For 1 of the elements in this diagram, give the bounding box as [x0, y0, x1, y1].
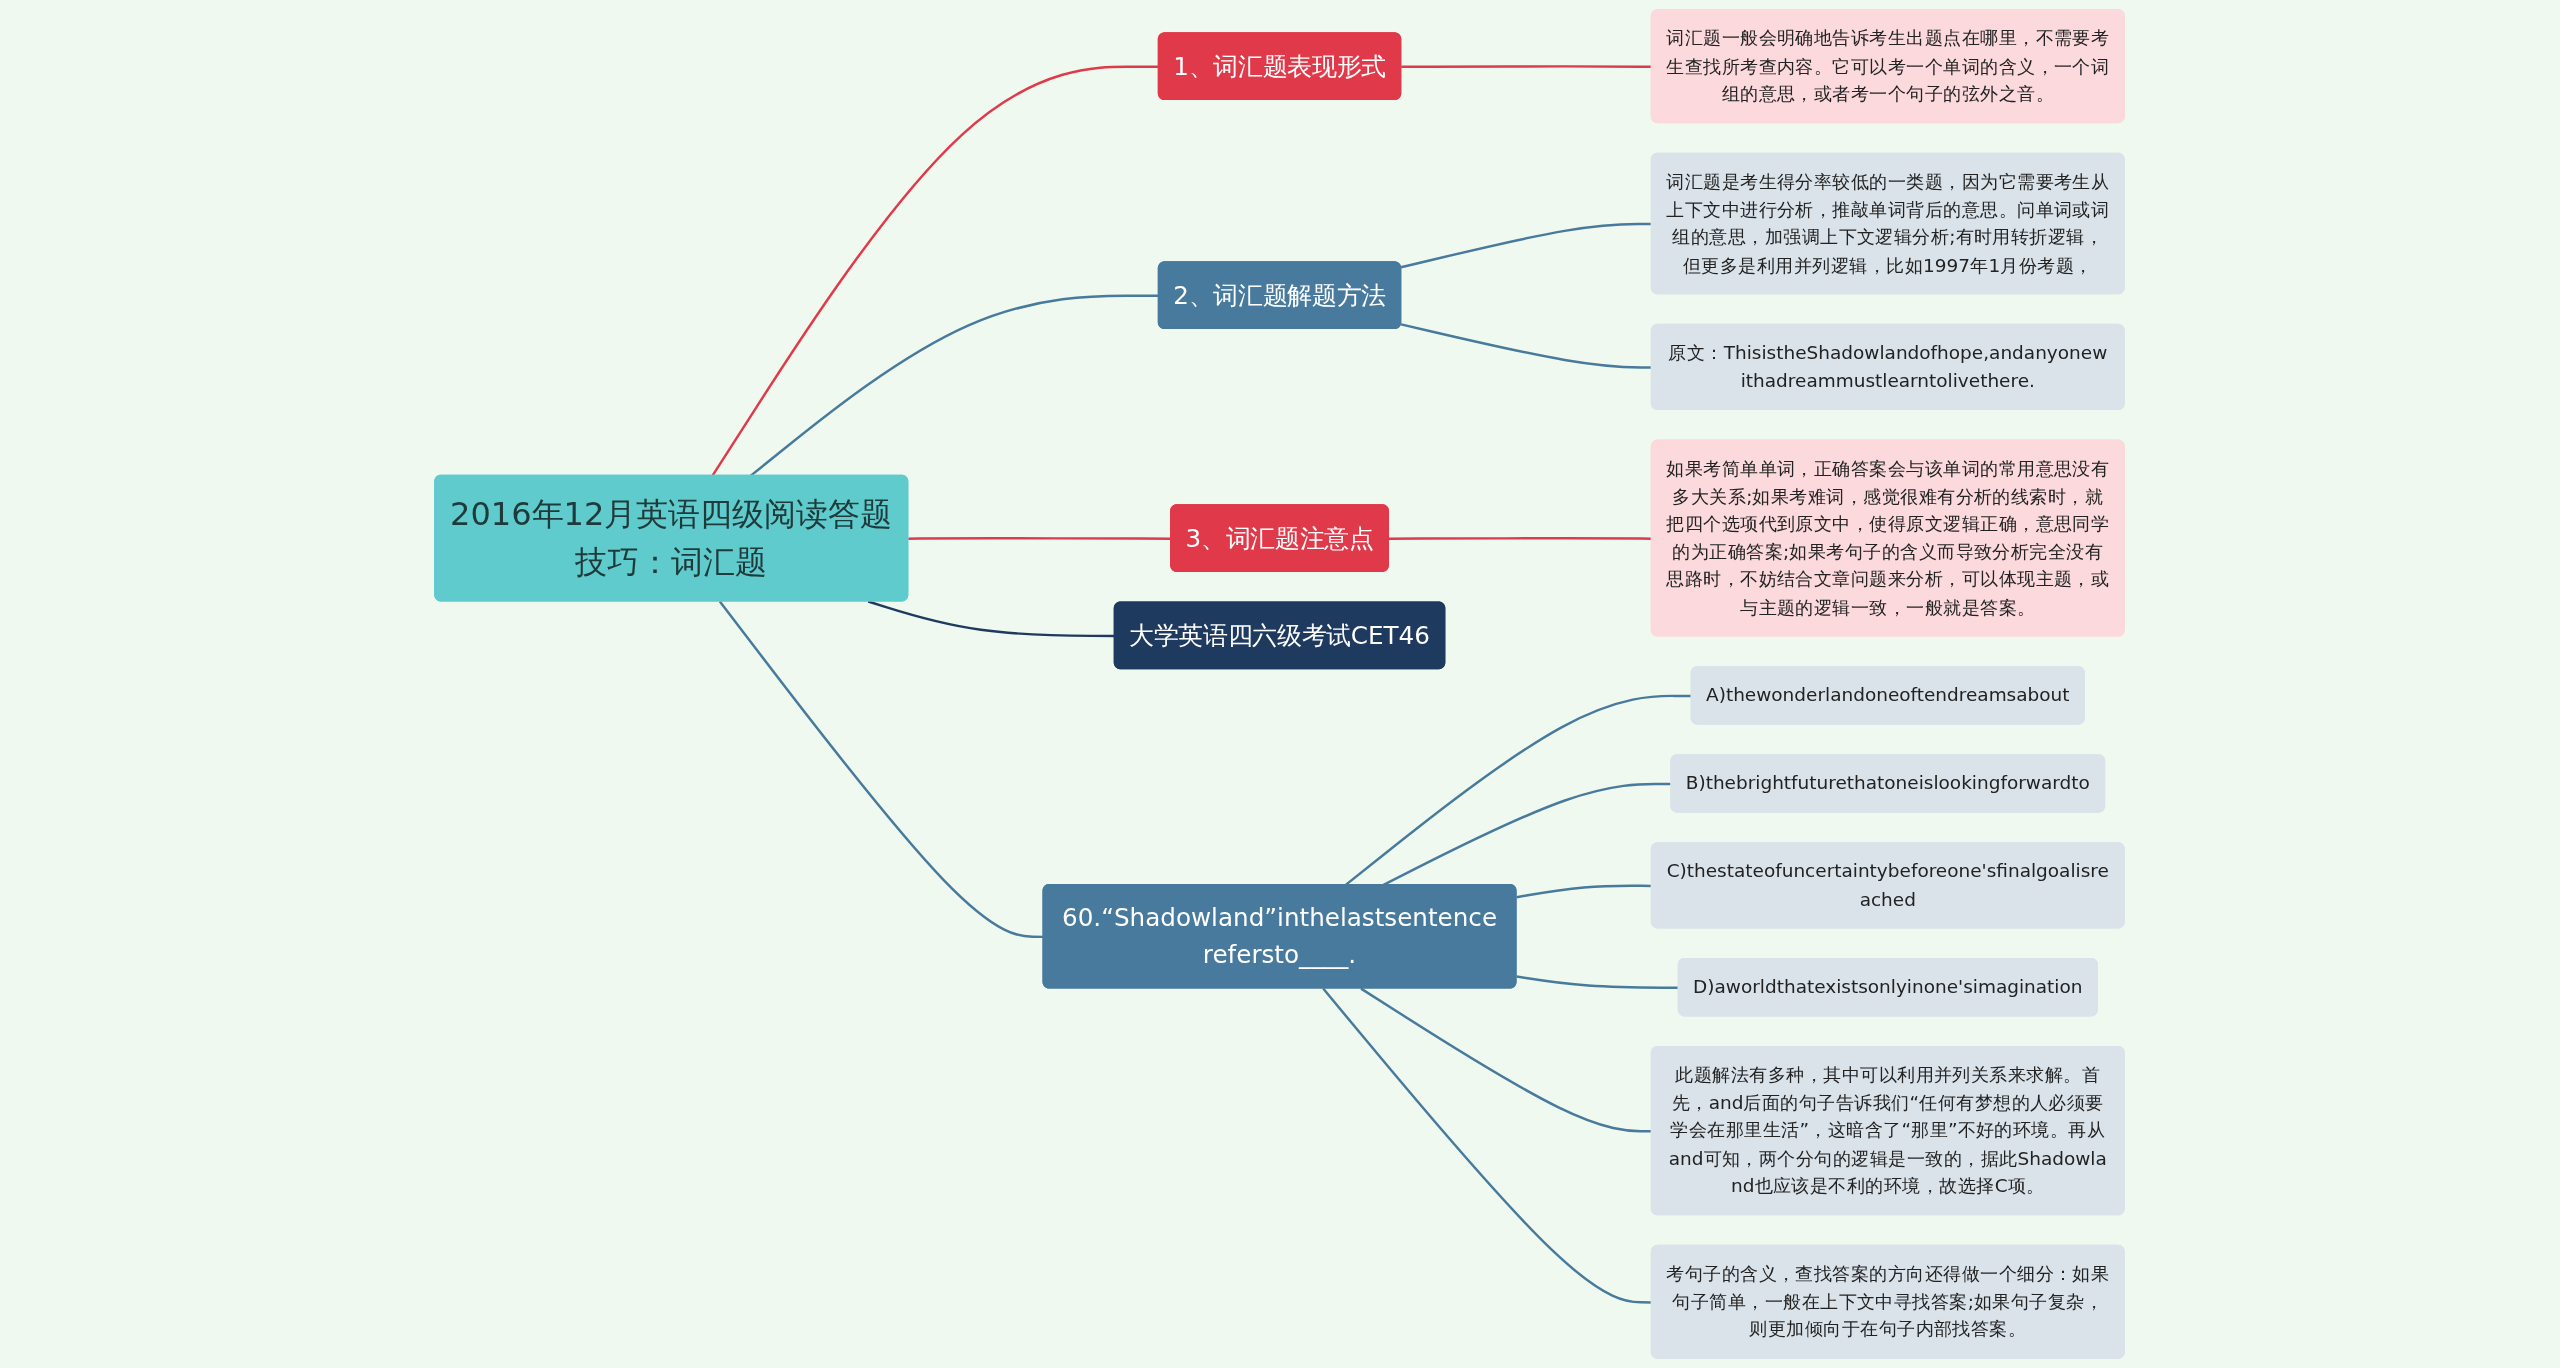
connector [908, 537, 1172, 540]
